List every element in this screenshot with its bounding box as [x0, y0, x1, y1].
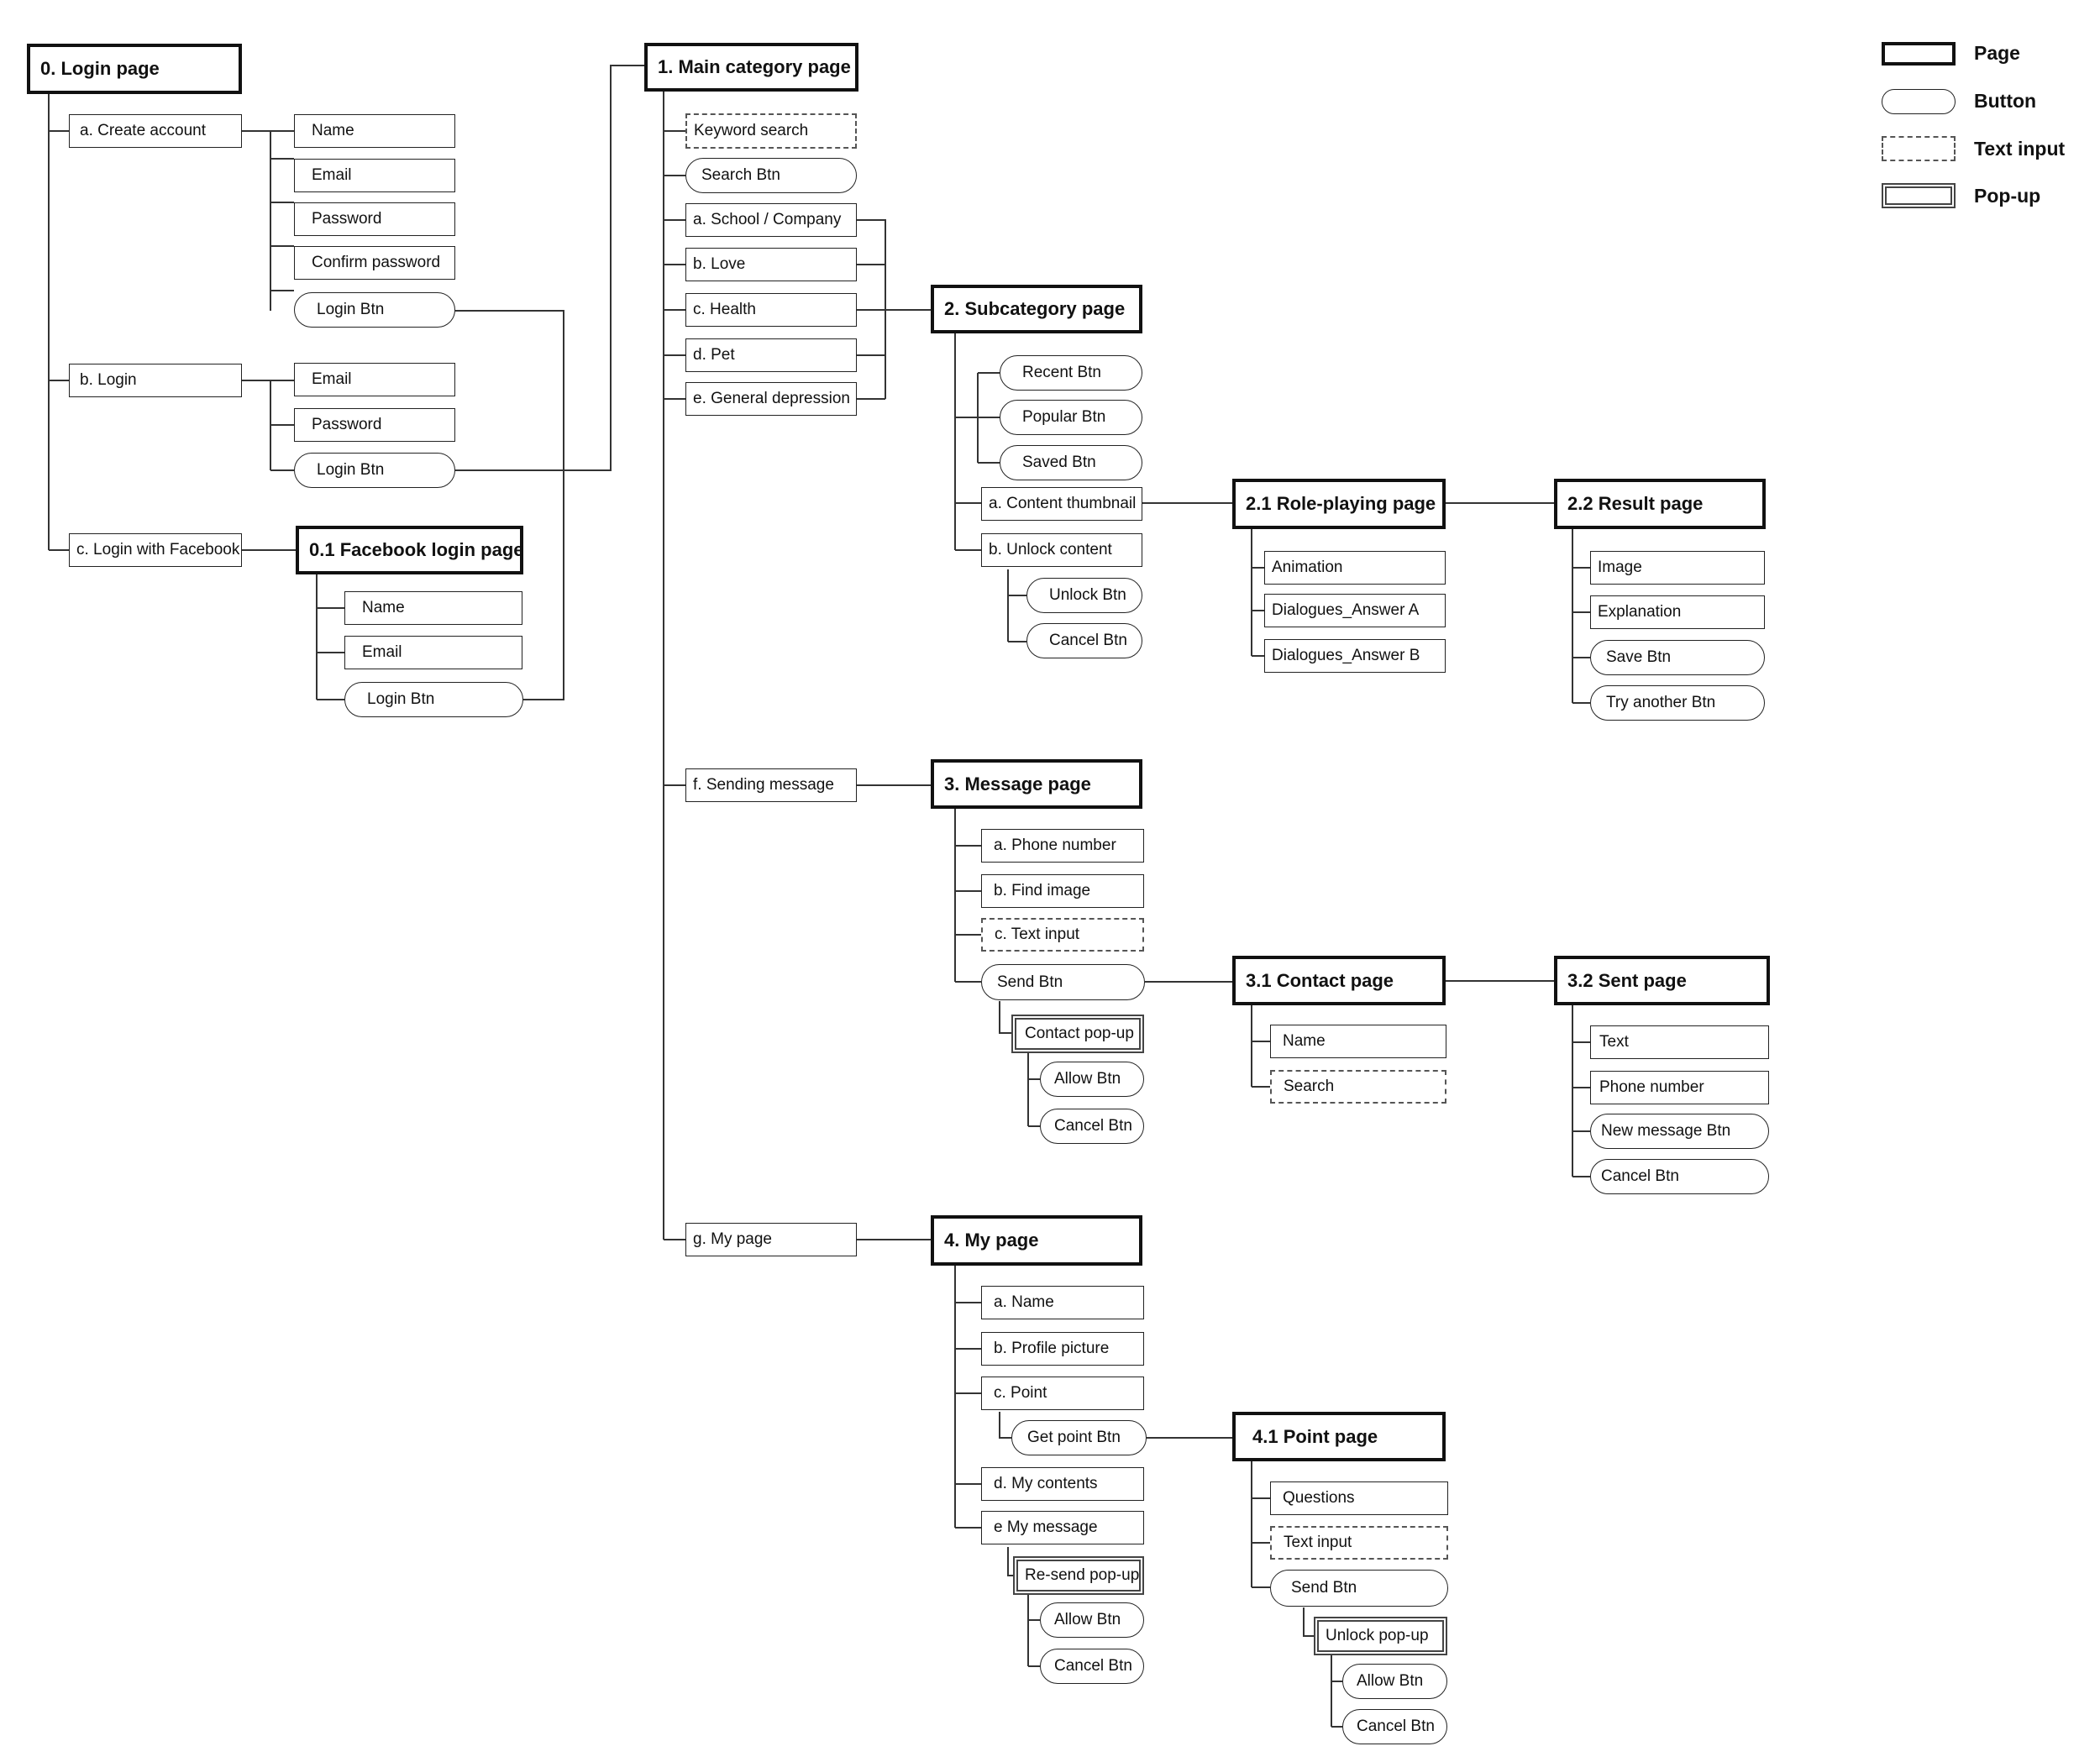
login-password-node: Password [294, 408, 455, 442]
sent-text-node: Text [1590, 1025, 1769, 1059]
contact-popup-node: Contact pop-up [1011, 1015, 1144, 1053]
login-login-button-node: Login Btn [294, 453, 455, 488]
legend-text-input-label: Text input [1974, 138, 2066, 160]
popular-button-node: Popular Btn [1000, 400, 1142, 435]
sent-phone-number-node: Phone number [1590, 1071, 1769, 1104]
love-node: b. Love [685, 248, 857, 281]
contact-name-node: Name [1270, 1025, 1446, 1058]
legend-text-input-swatch [1882, 136, 1956, 161]
create-account-password-node: Password [294, 202, 455, 236]
general-depression-node: e. General depression [685, 382, 857, 416]
create-account-confirm-password-node: Confirm password [294, 246, 455, 280]
unlock-content-node: b. Unlock content [981, 533, 1142, 567]
keyword-search-node: Keyword search [685, 113, 857, 149]
get-point-button-node: Get point Btn [1011, 1420, 1147, 1455]
facebook-name-node: Name [344, 591, 522, 625]
content-thumbnail-node: a. Content thumbnail [981, 487, 1142, 521]
point-text-input-node: Text input [1270, 1526, 1448, 1560]
message-text-input-node: c. Text input [981, 918, 1144, 952]
try-another-button-node: Try another Btn [1590, 685, 1765, 721]
questions-node: Questions [1270, 1481, 1448, 1515]
legend-page-label: Page [1974, 42, 2020, 64]
legend-button-swatch [1882, 89, 1956, 114]
profile-picture-node: b. Profile picture [981, 1332, 1144, 1366]
create-account-email-node: Email [294, 159, 455, 192]
school-company-node: a. School / Company [685, 203, 857, 237]
sent-cancel-button-node: Cancel Btn [1590, 1159, 1769, 1194]
legend-button-label: Button [1974, 90, 2037, 112]
main-category-page-node: 1. Main category page [644, 43, 858, 92]
unlock-allow-button-node: Allow Btn [1342, 1664, 1447, 1699]
health-node: c. Health [685, 293, 857, 327]
subcategory-cancel-button-node: Cancel Btn [1026, 623, 1142, 658]
explanation-node: Explanation [1590, 595, 1765, 629]
dialogues-answer-a-node: Dialogues_Answer A [1264, 594, 1446, 627]
contact-search-node: Search [1270, 1070, 1446, 1104]
login-email-node: Email [294, 363, 455, 396]
login-node: b. Login [69, 364, 242, 397]
create-account-node: a. Create account [69, 114, 242, 148]
facebook-email-node: Email [344, 636, 522, 669]
create-account-login-button-node: Login Btn [294, 292, 455, 328]
resend-allow-button-node: Allow Btn [1040, 1602, 1144, 1638]
result-page-node: 2.2 Result page [1554, 479, 1766, 529]
login-with-facebook-node: c. Login with Facebook [69, 533, 242, 567]
animation-node: Animation [1264, 551, 1446, 585]
contact-cancel-button-node: Cancel Btn [1040, 1109, 1144, 1144]
save-button-node: Save Btn [1590, 640, 1765, 675]
login-page-node: 0. Login page [27, 44, 242, 94]
search-button-node: Search Btn [685, 158, 857, 193]
my-page-menu-node: g. My page [685, 1223, 857, 1256]
pet-node: d. Pet [685, 338, 857, 372]
my-page-name-node: a. Name [981, 1286, 1144, 1319]
recent-button-node: Recent Btn [1000, 355, 1142, 391]
contact-page-node: 3.1 Contact page [1232, 956, 1446, 1005]
my-message-node: e My message [981, 1511, 1144, 1544]
dialogues-answer-b-node: Dialogues_Answer B [1264, 639, 1446, 673]
my-page-node: 4. My page [931, 1215, 1142, 1266]
legend-popup-swatch [1882, 183, 1956, 208]
point-node: c. Point [981, 1377, 1144, 1410]
point-page-node: 4.1 Point page [1232, 1412, 1446, 1461]
unlock-button-node: Unlock Btn [1026, 578, 1142, 613]
role-playing-page-node: 2.1 Role-playing page [1232, 479, 1446, 529]
legend-page-swatch [1882, 42, 1956, 66]
facebook-login-button-node: Login Btn [344, 682, 523, 717]
resend-popup-node: Re-send pop-up [1013, 1556, 1144, 1595]
contact-allow-button-node: Allow Btn [1040, 1062, 1144, 1097]
message-page-node: 3. Message page [931, 759, 1142, 809]
legend-popup-label: Pop-up [1974, 185, 2041, 207]
sent-page-node: 3.2 Sent page [1554, 956, 1770, 1005]
unlock-popup-node: Unlock pop-up [1314, 1617, 1447, 1655]
phone-number-node: a. Phone number [981, 829, 1144, 863]
send-button-node: Send Btn [981, 964, 1145, 1000]
facebook-login-page-node: 0.1 Facebook login page [296, 526, 524, 574]
sending-message-node: f. Sending message [685, 768, 857, 802]
image-node: Image [1590, 551, 1765, 585]
resend-cancel-button-node: Cancel Btn [1040, 1649, 1144, 1684]
find-image-node: b. Find image [981, 874, 1144, 908]
new-message-button-node: New message Btn [1590, 1114, 1769, 1149]
my-contents-node: d. My contents [981, 1467, 1144, 1501]
point-send-button-node: Send Btn [1270, 1570, 1448, 1607]
subcategory-page-node: 2. Subcategory page [931, 285, 1142, 333]
create-account-name-node: Name [294, 114, 455, 148]
saved-button-node: Saved Btn [1000, 445, 1142, 480]
unlock-cancel-button-node: Cancel Btn [1342, 1709, 1447, 1744]
